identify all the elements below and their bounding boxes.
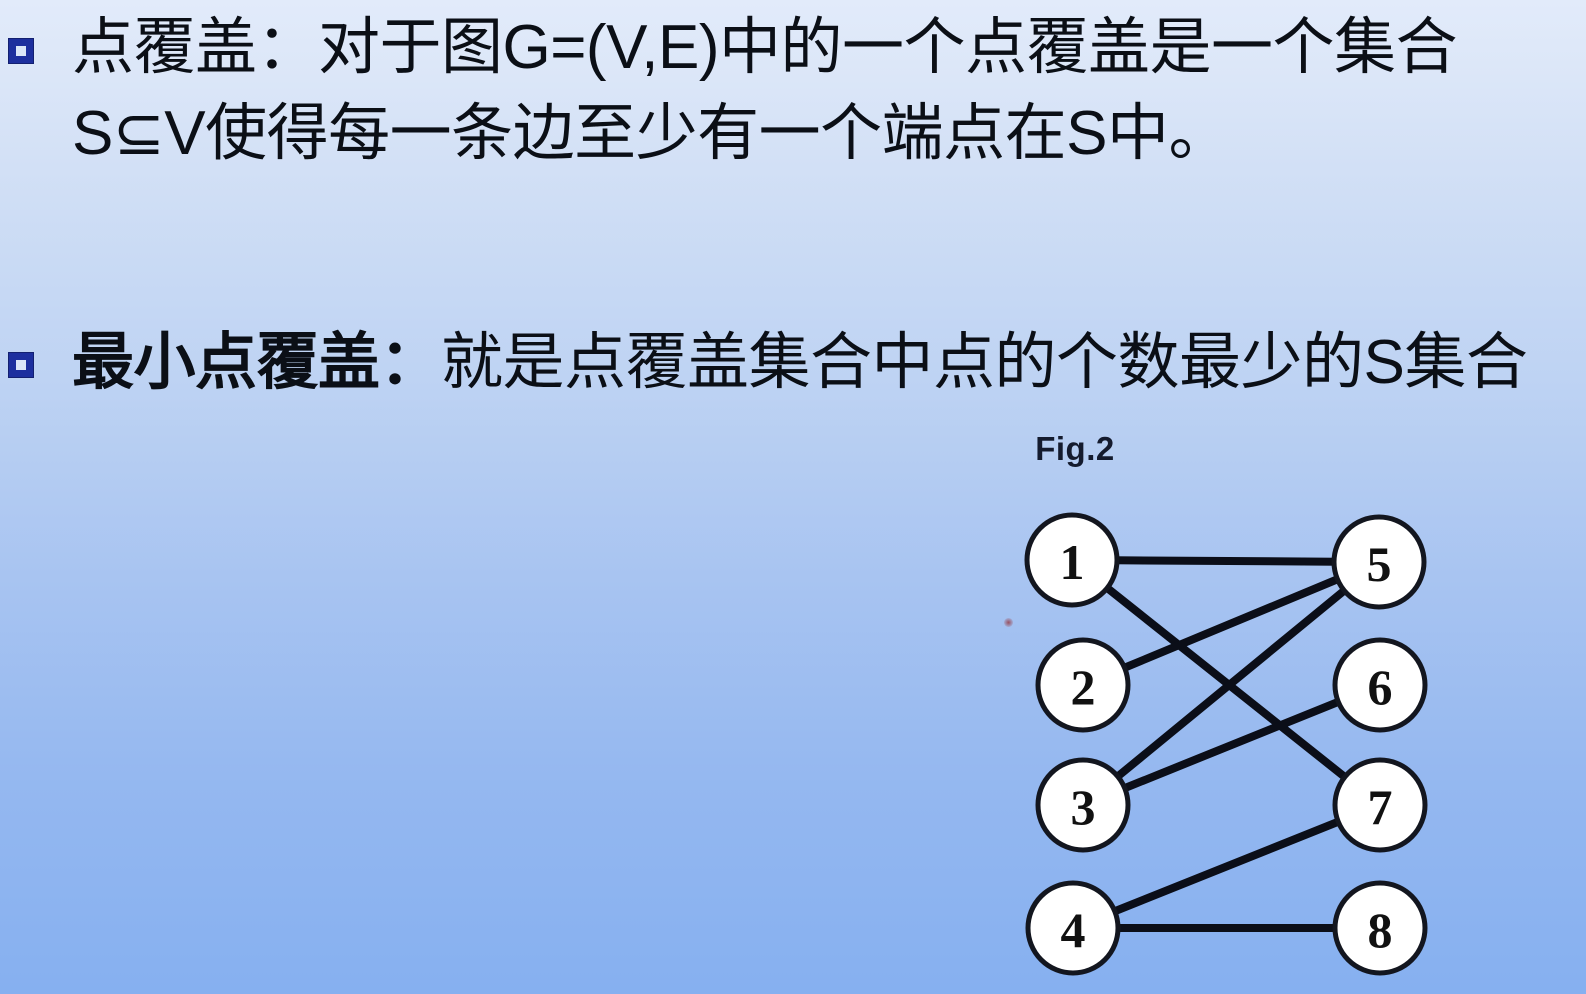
graph-node-circle (1025, 880, 1121, 976)
graph-node-label: 5 (1367, 536, 1392, 592)
graph-node-6[interactable]: 6 (1332, 637, 1428, 733)
graph-node-circle (1035, 757, 1131, 853)
graph-node-circle (1332, 757, 1428, 853)
graph-node-circle (1035, 637, 1131, 733)
bullet-text-2: 最小点覆盖：就是点覆盖集合中点的个数最少的S集合 (72, 320, 1582, 406)
graph-node-circle (1332, 880, 1428, 976)
graph-node-2[interactable]: 2 (1035, 637, 1131, 733)
graph-node-label: 8 (1368, 902, 1393, 958)
graph-edge-1-5 (1110, 556, 1341, 566)
square-bullet-icon (8, 38, 34, 64)
graph-node-4[interactable]: 4 (1025, 880, 1121, 976)
graph-edges (1101, 556, 1351, 932)
graph-node-1[interactable]: 1 (1024, 512, 1120, 608)
graph-edge-2-5 (1118, 574, 1344, 673)
graph-node-circle (1331, 514, 1427, 610)
graph-node-3[interactable]: 3 (1035, 757, 1131, 853)
graph-node-8[interactable]: 8 (1332, 880, 1428, 976)
bullet-2-lead: 最小点覆盖： (72, 328, 442, 397)
graph-node-label: 7 (1368, 779, 1393, 835)
square-bullet-icon (8, 352, 34, 378)
bullet-text-1: 点覆盖：对于图G=(V,E)中的一个点覆盖是一个集合S⊆V使得每一条边至少有一个… (72, 13, 1457, 168)
graph-nodes: 1 2 3 4 5 6 7 8 (1024, 512, 1428, 976)
graph-edge-3-6 (1118, 697, 1345, 793)
graph-node-7[interactable]: 7 (1332, 757, 1428, 853)
graph-node-5[interactable]: 5 (1331, 514, 1427, 610)
graph-node-label: 4 (1061, 902, 1086, 958)
graph-node-label: 1 (1060, 534, 1085, 590)
figure-caption: Fig.2 (1035, 430, 1115, 467)
graph-node-circle (1024, 512, 1120, 608)
graph-node-label: 2 (1071, 659, 1096, 715)
graph-svg: 1 2 3 4 5 6 7 8 (1024, 512, 1428, 976)
graph-node-label: 6 (1368, 659, 1393, 715)
bipartite-graph-figure: Fig.2 1 2 3 4 5 6 7 8 (960, 430, 1460, 990)
stray-ink-mark (1004, 618, 1013, 627)
graph-node-circle (1332, 637, 1428, 733)
graph-edge-4-7 (1108, 816, 1345, 917)
graph-edge-3-5 (1112, 585, 1350, 782)
bullet-2-body: 就是点覆盖集合中点的个数最少的S集合 (441, 328, 1528, 397)
graph-node-label: 3 (1071, 779, 1096, 835)
